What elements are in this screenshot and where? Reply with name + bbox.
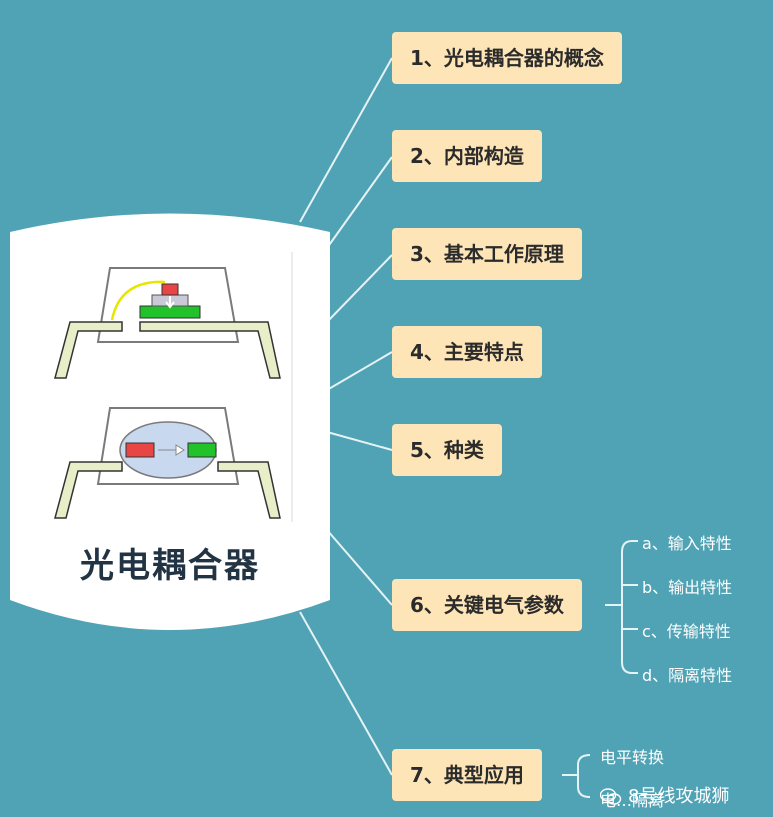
topic-types[interactable]: 5、种类 (392, 424, 502, 476)
topic-internal-structure[interactable]: 2、内部构造 (392, 130, 542, 182)
subtopic-input-characteristics[interactable]: a、输入特性 (642, 534, 732, 553)
subtopic-level-conversion[interactable]: 电平转换 (600, 748, 665, 767)
topic-concept[interactable]: 1、光电耦合器的概念 (392, 32, 622, 84)
topic-typical-applications[interactable]: 7、典型应用 (392, 749, 542, 801)
connector-lines (299, 57, 638, 798)
subtopic-output-characteristics[interactable]: b、输出特性 (642, 578, 733, 597)
watermark: 8号线攻城狮 (600, 782, 729, 808)
topic-working-principle[interactable]: 3、基本工作原理 (392, 228, 582, 280)
topic-main-features[interactable]: 4、主要特点 (392, 326, 542, 378)
subtopic-transfer-characteristics[interactable]: c、传输特性 (642, 622, 731, 641)
topic-key-parameters[interactable]: 6、关键电气参数 (392, 579, 582, 631)
watermark-text: 8号线攻城狮 (628, 786, 730, 807)
subtopic-isolation-characteristics[interactable]: d、隔离特性 (642, 666, 733, 685)
central-title: 光电耦合器 (80, 546, 260, 586)
optocoupler-diagram-bottom (54, 407, 281, 519)
optocoupler-diagram-top (54, 267, 281, 379)
wechat-icon (600, 788, 622, 805)
